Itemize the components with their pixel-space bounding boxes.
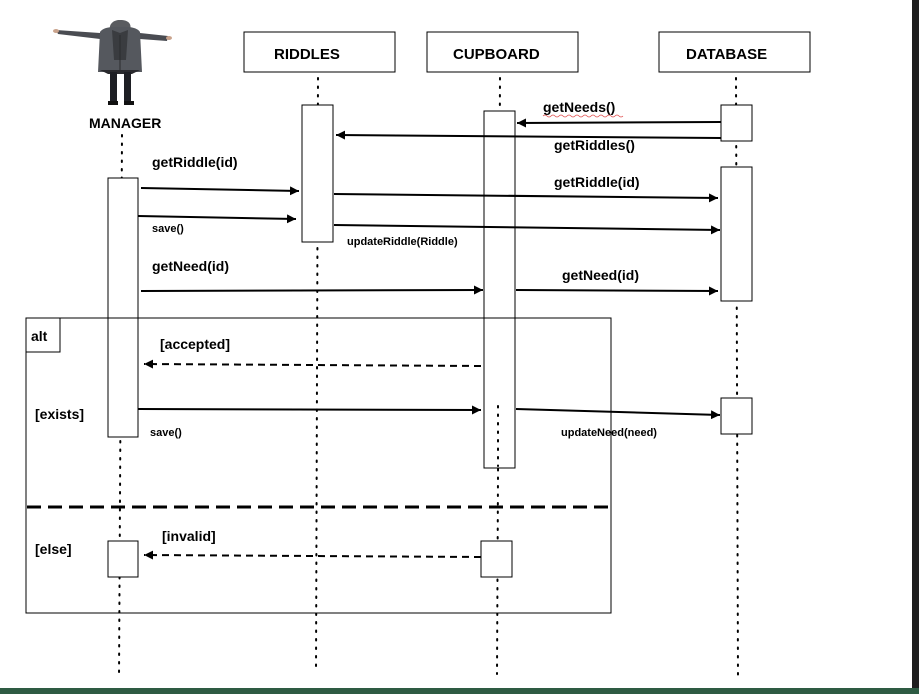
msg-update-need: updateNeed(need) xyxy=(561,427,657,439)
guard-invalid: [invalid] xyxy=(162,528,216,544)
cupboard-activation-1 xyxy=(483,110,516,469)
database-header-label: DATABASE xyxy=(686,46,767,63)
arrow-get-need-db xyxy=(515,286,719,296)
arrow-get-riddles xyxy=(335,130,722,140)
database-header-box xyxy=(658,31,811,73)
arrow-save-2 xyxy=(137,405,482,415)
arrow-get-riddle-mgr xyxy=(140,186,300,196)
guard-accepted: [accepted] xyxy=(160,336,230,352)
riddles-lifeline xyxy=(315,77,319,673)
riddles-activation xyxy=(301,104,334,243)
arrow-accepted xyxy=(143,359,482,369)
cupboard-activation-2 xyxy=(480,540,513,578)
spellcheck-underline xyxy=(542,114,624,118)
cupboard-header-box xyxy=(426,31,579,73)
arrow-get-need-mgr xyxy=(140,285,484,295)
msg-get-riddle-db: getRiddle(id) xyxy=(554,174,640,190)
msg-get-riddles: getRiddles() xyxy=(554,137,635,153)
manager-actor-figure xyxy=(53,20,172,105)
manager-label: MANAGER xyxy=(89,115,161,131)
msg-save-2: save() xyxy=(150,427,182,439)
msg-get-needs: getNeeds() xyxy=(543,99,615,115)
manager-activation-1 xyxy=(107,177,139,438)
arrow-get-needs xyxy=(516,118,722,128)
arrow-get-riddle-db xyxy=(333,193,719,203)
cupboard-header-label: CUPBOARD xyxy=(453,46,540,63)
msg-save-1: save() xyxy=(152,223,184,235)
database-activation-1 xyxy=(720,104,753,142)
msg-get-riddle-mgr: getRiddle(id) xyxy=(152,154,238,170)
guard-else: [else] xyxy=(35,541,72,557)
alt-operator-label: alt xyxy=(31,328,48,344)
window-right-border xyxy=(912,0,919,694)
arrow-update-riddle xyxy=(333,224,721,235)
database-lifeline xyxy=(735,77,739,681)
arrow-invalid xyxy=(143,550,482,560)
msg-get-need-db: getNeed(id) xyxy=(562,267,639,283)
alt-fragment xyxy=(25,317,612,614)
database-activation-2 xyxy=(720,166,753,302)
arrow-save-1 xyxy=(137,214,297,224)
database-activation-3 xyxy=(720,397,753,435)
arrow-update-need xyxy=(515,408,721,420)
window-bottom-bar xyxy=(0,688,919,694)
riddles-header-box xyxy=(243,31,396,73)
msg-get-need-mgr: getNeed(id) xyxy=(152,258,229,274)
riddles-header-label: RIDDLES xyxy=(274,46,340,63)
msg-update-riddle: updateRiddle(Riddle) xyxy=(347,236,458,248)
alt-operator-box xyxy=(25,317,61,353)
manager-activation-2 xyxy=(107,540,139,578)
guard-exists: [exists] xyxy=(35,406,84,422)
